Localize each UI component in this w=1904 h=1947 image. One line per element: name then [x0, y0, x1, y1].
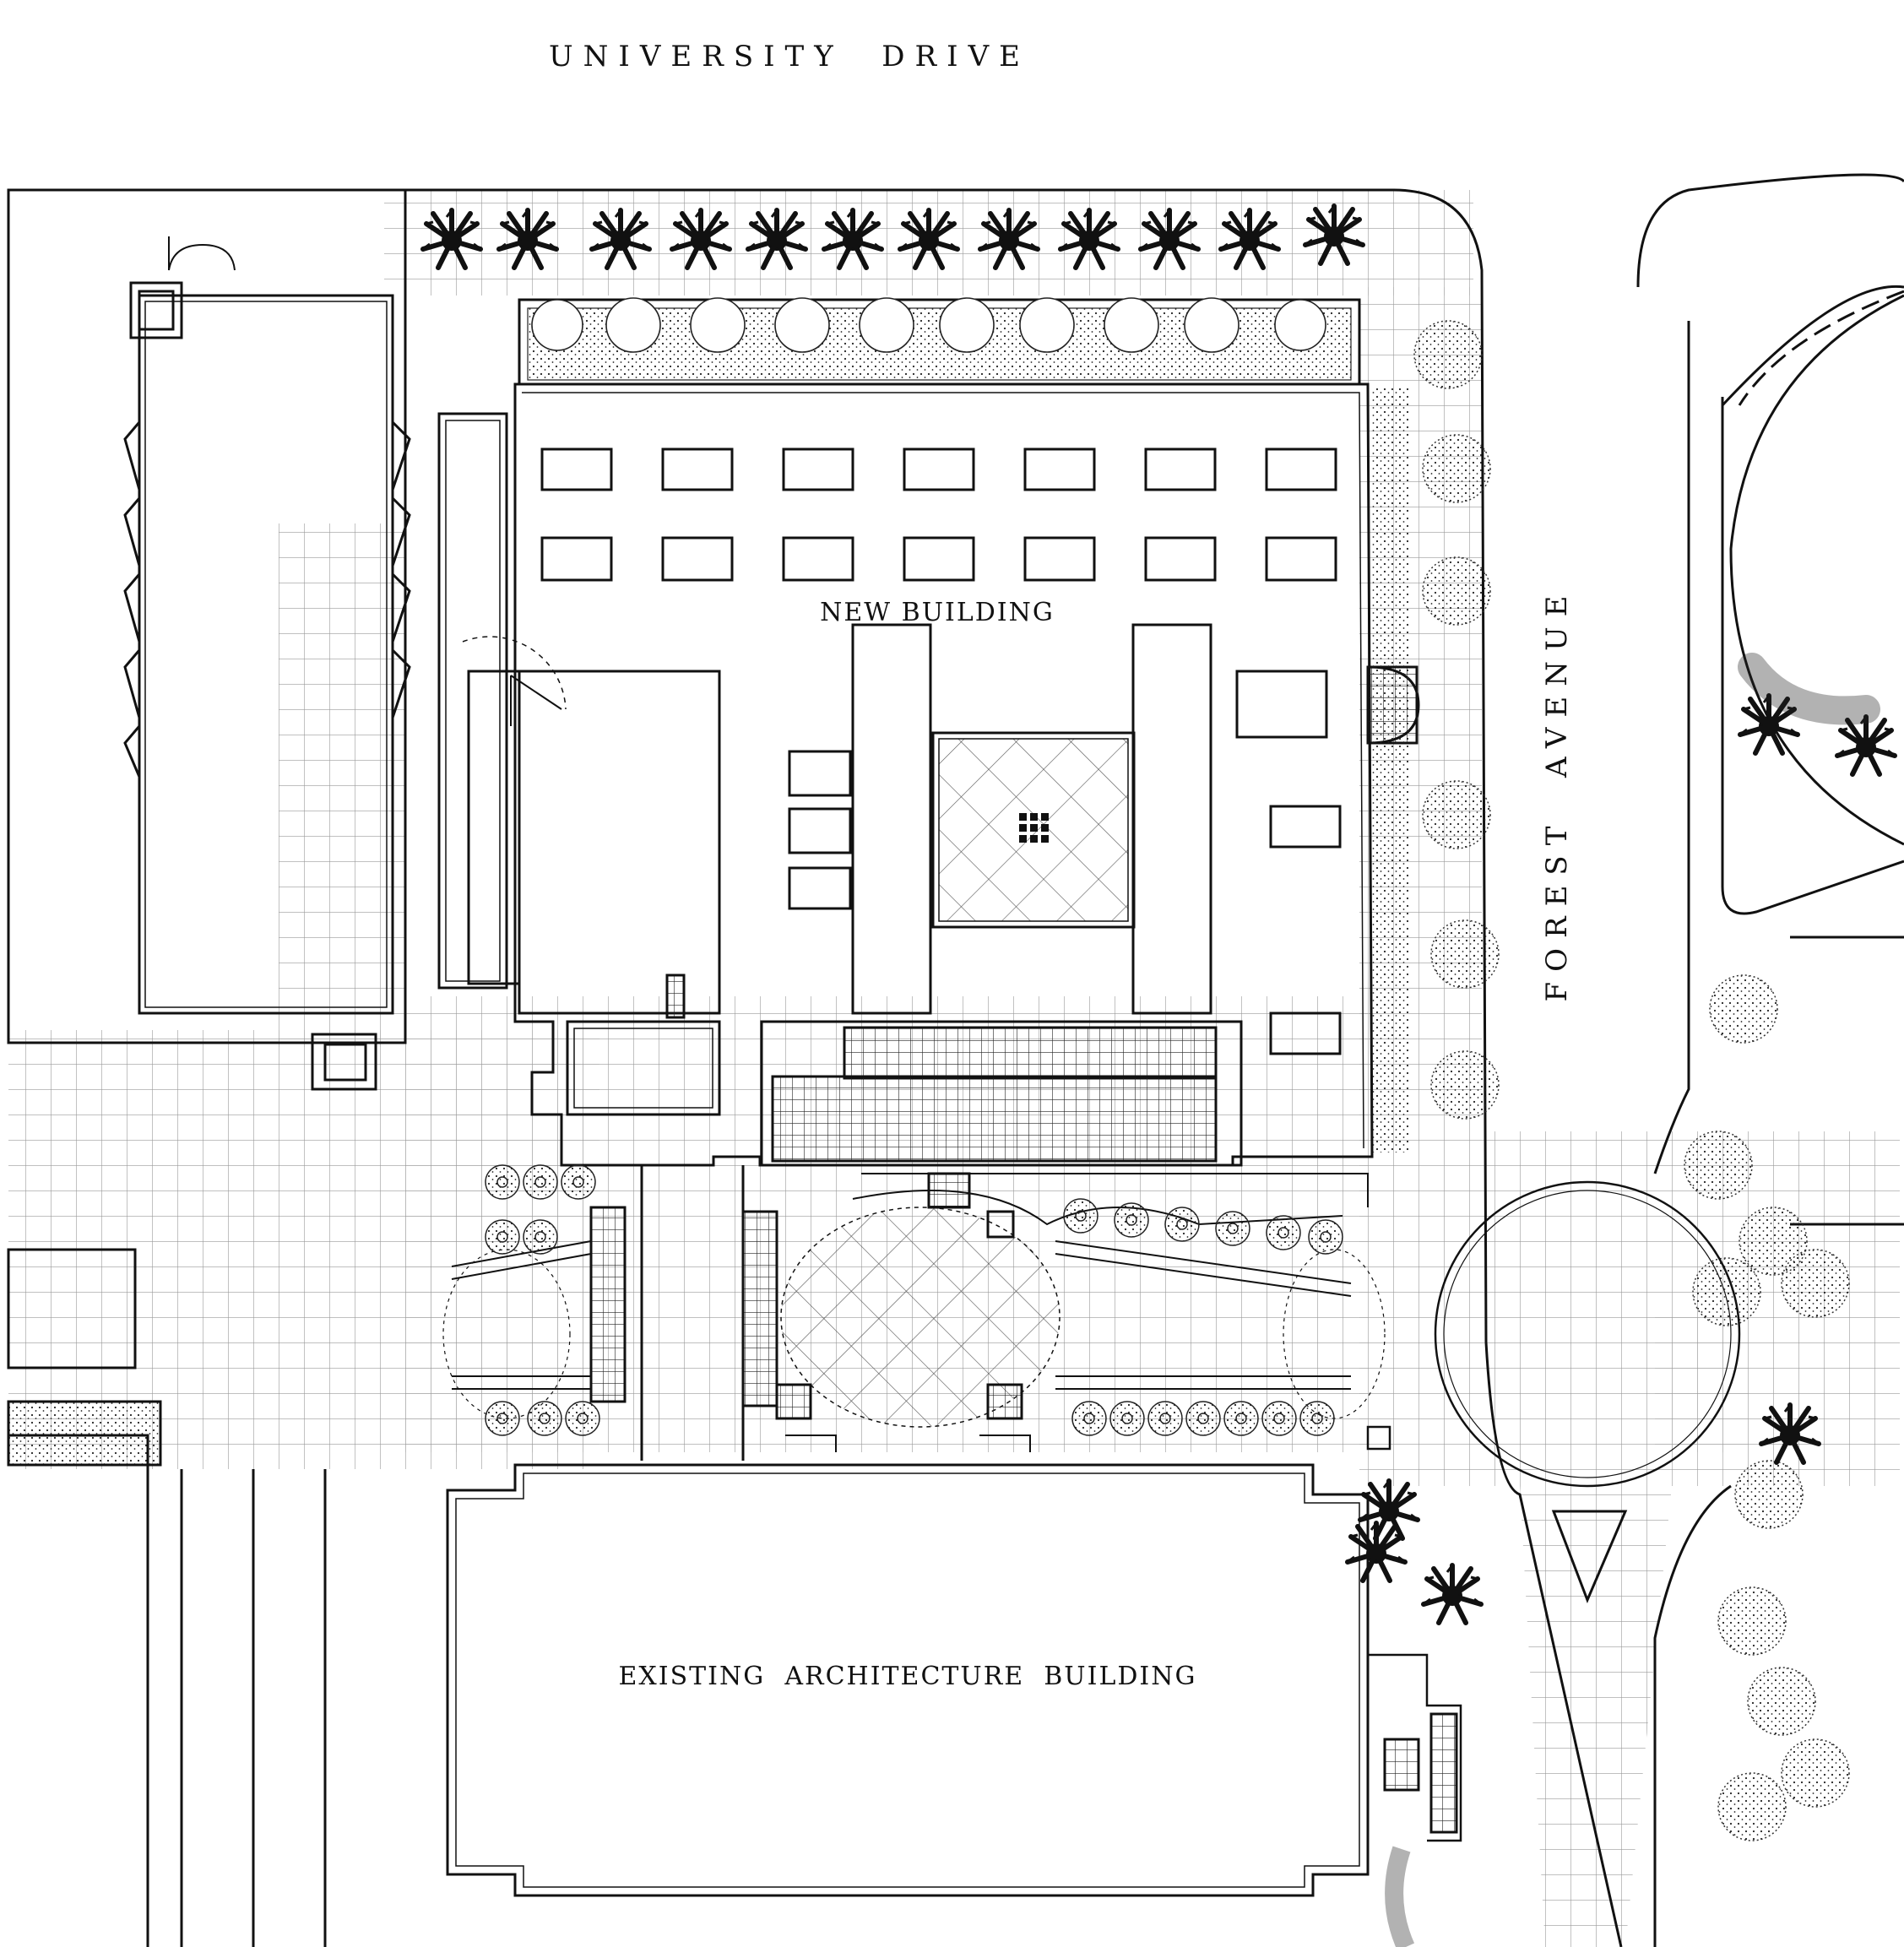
existing-building-label: EXISTING ARCHITECTURE BUILDING — [619, 1662, 1197, 1691]
skylight-row-1 — [540, 447, 1337, 491]
west-lower-blocks — [7, 1248, 327, 1947]
north-planting — [423, 206, 1363, 386]
corner-plaza-circle — [1366, 1180, 1741, 1603]
existing-architecture-building — [446, 1463, 1462, 1947]
median-landscape — [1721, 290, 1904, 915]
west-building — [7, 188, 411, 1091]
skylight-row-2 — [540, 536, 1337, 582]
new-building-label: NEW BUILDING — [820, 598, 1055, 627]
hedge-canopy-row — [531, 297, 1326, 353]
university-drive-label: UNIVERSITY DRIVE — [549, 40, 1030, 73]
forest-avenue-label: FOREST AVENUE — [1540, 586, 1574, 1002]
south-courtyard — [442, 1163, 1386, 1461]
atrium-fountain — [1019, 813, 1049, 843]
forest-avenue-trees — [1348, 320, 1895, 1841]
